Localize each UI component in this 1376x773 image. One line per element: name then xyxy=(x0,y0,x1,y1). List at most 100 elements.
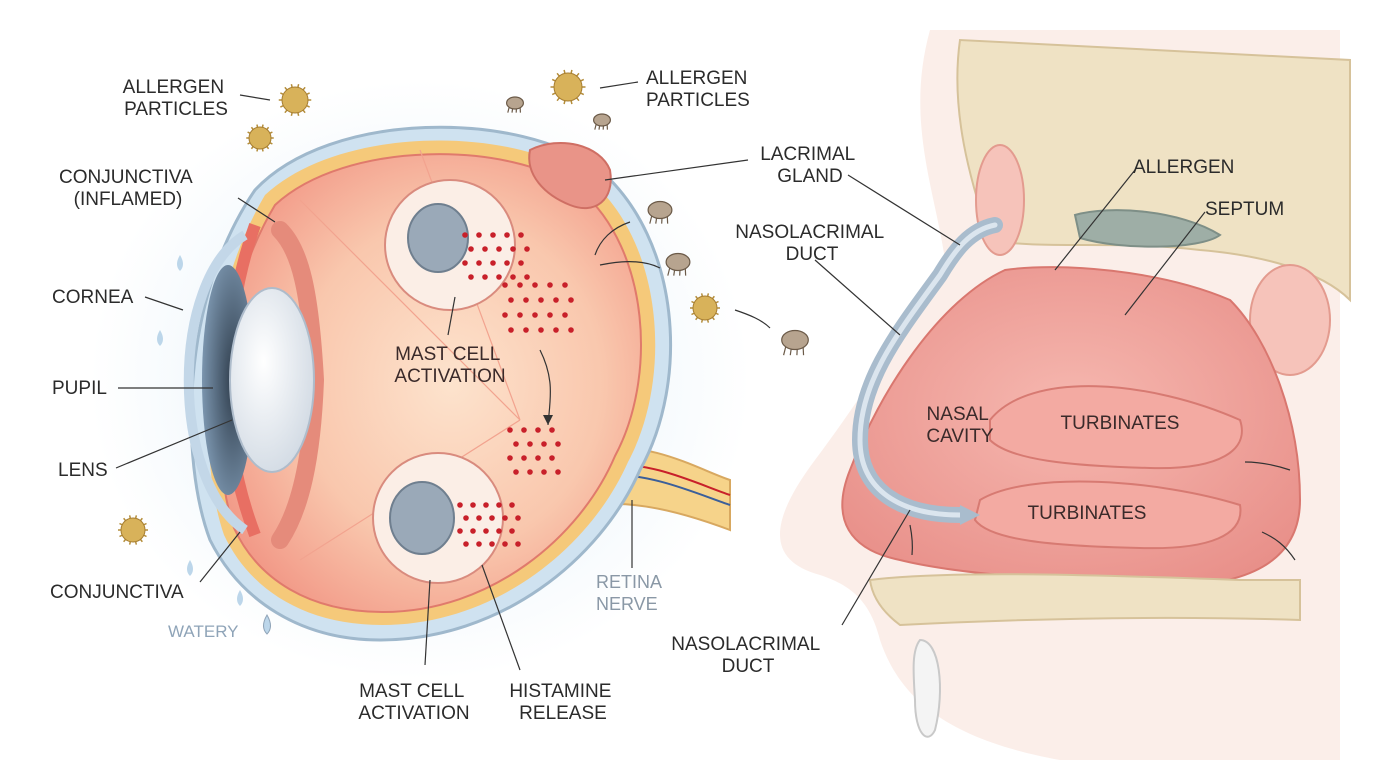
label-nasolacrimal-duct-bottom: NASOLACRIMAL DUCT xyxy=(671,634,824,677)
histamine-granule xyxy=(509,502,515,508)
histamine-granule xyxy=(518,260,524,266)
histamine-granule xyxy=(524,246,530,252)
histamine-granule xyxy=(489,515,495,521)
histamine-granule xyxy=(568,297,574,303)
histamine-granule xyxy=(568,327,574,333)
histamine-granule xyxy=(523,327,529,333)
dust-mite-icon xyxy=(782,331,809,356)
label-allergen-particles-left: ALLERGEN PARTICLES xyxy=(123,77,230,120)
histamine-granule xyxy=(468,246,474,252)
label-mast-cell-activation-center: MAST CELL ACTIVATION xyxy=(394,344,505,387)
histamine-granule xyxy=(532,282,538,288)
histamine-granule xyxy=(483,502,489,508)
histamine-granule xyxy=(502,541,508,547)
label-turbinates-lower: TURBINATES xyxy=(1028,503,1147,524)
histamine-granule xyxy=(549,455,555,461)
histamine-granule xyxy=(502,312,508,318)
histamine-granule xyxy=(535,427,541,433)
histamine-granule xyxy=(476,541,482,547)
mast-cell-nucleus-bottom xyxy=(390,482,454,554)
histamine-granule xyxy=(555,441,561,447)
lens-shape xyxy=(230,288,314,472)
leader-nasolacrimal-top xyxy=(815,260,900,335)
label-cornea: CORNEA xyxy=(52,287,134,308)
histamine-granule xyxy=(517,312,523,318)
histamine-granule xyxy=(510,274,516,280)
histamine-granule xyxy=(468,274,474,280)
histamine-granule xyxy=(490,232,496,238)
leader-allergen-top xyxy=(600,82,638,88)
sinus xyxy=(976,145,1024,255)
histamine-granule xyxy=(482,246,488,252)
histamine-granule xyxy=(504,260,510,266)
histamine-granule xyxy=(496,528,502,534)
label-histamine-release: HISTAMINE RELEASE xyxy=(509,681,616,724)
label-pupil: PUPIL xyxy=(52,378,107,399)
histamine-granule xyxy=(523,297,529,303)
histamine-granule xyxy=(515,541,521,547)
label-turbinates-upper: TURBINATES xyxy=(1061,413,1180,434)
histamine-granule xyxy=(517,282,523,288)
histamine-granule xyxy=(549,427,555,433)
histamine-granule xyxy=(457,502,463,508)
histamine-granule xyxy=(527,441,533,447)
histamine-granule xyxy=(527,469,533,475)
histamine-granule xyxy=(489,541,495,547)
histamine-granule xyxy=(502,282,508,288)
histamine-granule xyxy=(476,232,482,238)
label-lacrimal-gland: LACRIMAL GLAND xyxy=(760,144,860,187)
label-allergen-particles-top: ALLERGEN PARTICLES xyxy=(646,68,753,111)
histamine-granule xyxy=(502,515,508,521)
histamine-granule xyxy=(515,515,521,521)
histamine-granule xyxy=(490,260,496,266)
label-mast-cell-activation-bottom: MAST CELL ACTIVATION xyxy=(358,681,469,724)
histamine-granule xyxy=(507,427,513,433)
tooth xyxy=(914,640,940,737)
label-lens: LENS xyxy=(58,460,108,481)
histamine-granule xyxy=(462,260,468,266)
label-nasal-cavity: NASAL CAVITY xyxy=(926,404,994,447)
histamine-granule xyxy=(496,274,502,280)
histamine-granule xyxy=(508,297,514,303)
histamine-granule xyxy=(513,469,519,475)
histamine-granule xyxy=(518,232,524,238)
histamine-granule xyxy=(541,441,547,447)
histamine-granule xyxy=(504,232,510,238)
histamine-granule xyxy=(510,246,516,252)
histamine-granule xyxy=(508,327,514,333)
histamine-granule xyxy=(553,327,559,333)
histamine-granule xyxy=(470,502,476,508)
histamine-granule xyxy=(496,502,502,508)
histamine-granule xyxy=(532,312,538,318)
histamine-granule xyxy=(538,327,544,333)
histamine-granule xyxy=(524,274,530,280)
histamine-granule xyxy=(462,232,468,238)
histamine-granule xyxy=(509,528,515,534)
histamine-granule xyxy=(476,515,482,521)
histamine-granule xyxy=(553,297,559,303)
histamine-granule xyxy=(535,455,541,461)
histamine-granule xyxy=(496,246,502,252)
histamine-granule xyxy=(521,455,527,461)
pollen-icon xyxy=(551,70,586,104)
histamine-granule xyxy=(476,260,482,266)
mast-cell-nucleus-top xyxy=(408,204,468,272)
histamine-granule xyxy=(470,528,476,534)
histamine-granule xyxy=(547,312,553,318)
histamine-granule xyxy=(538,297,544,303)
histamine-granule xyxy=(507,455,513,461)
histamine-granule xyxy=(482,274,488,280)
label-conjunctiva: CONJUNCTIVA xyxy=(50,582,184,603)
label-septum: SEPTUM xyxy=(1205,199,1284,220)
histamine-granule xyxy=(541,469,547,475)
histamine-granule xyxy=(457,528,463,534)
histamine-granule xyxy=(562,282,568,288)
label-nasolacrimal-duct-top: NASOLACRIMAL DUCT xyxy=(735,222,888,265)
leader-allergen-left xyxy=(240,95,270,100)
histamine-granule xyxy=(463,515,469,521)
label-allergen: ALLERGEN xyxy=(1133,157,1234,178)
histamine-granule xyxy=(562,312,568,318)
palate-bone xyxy=(870,574,1300,625)
